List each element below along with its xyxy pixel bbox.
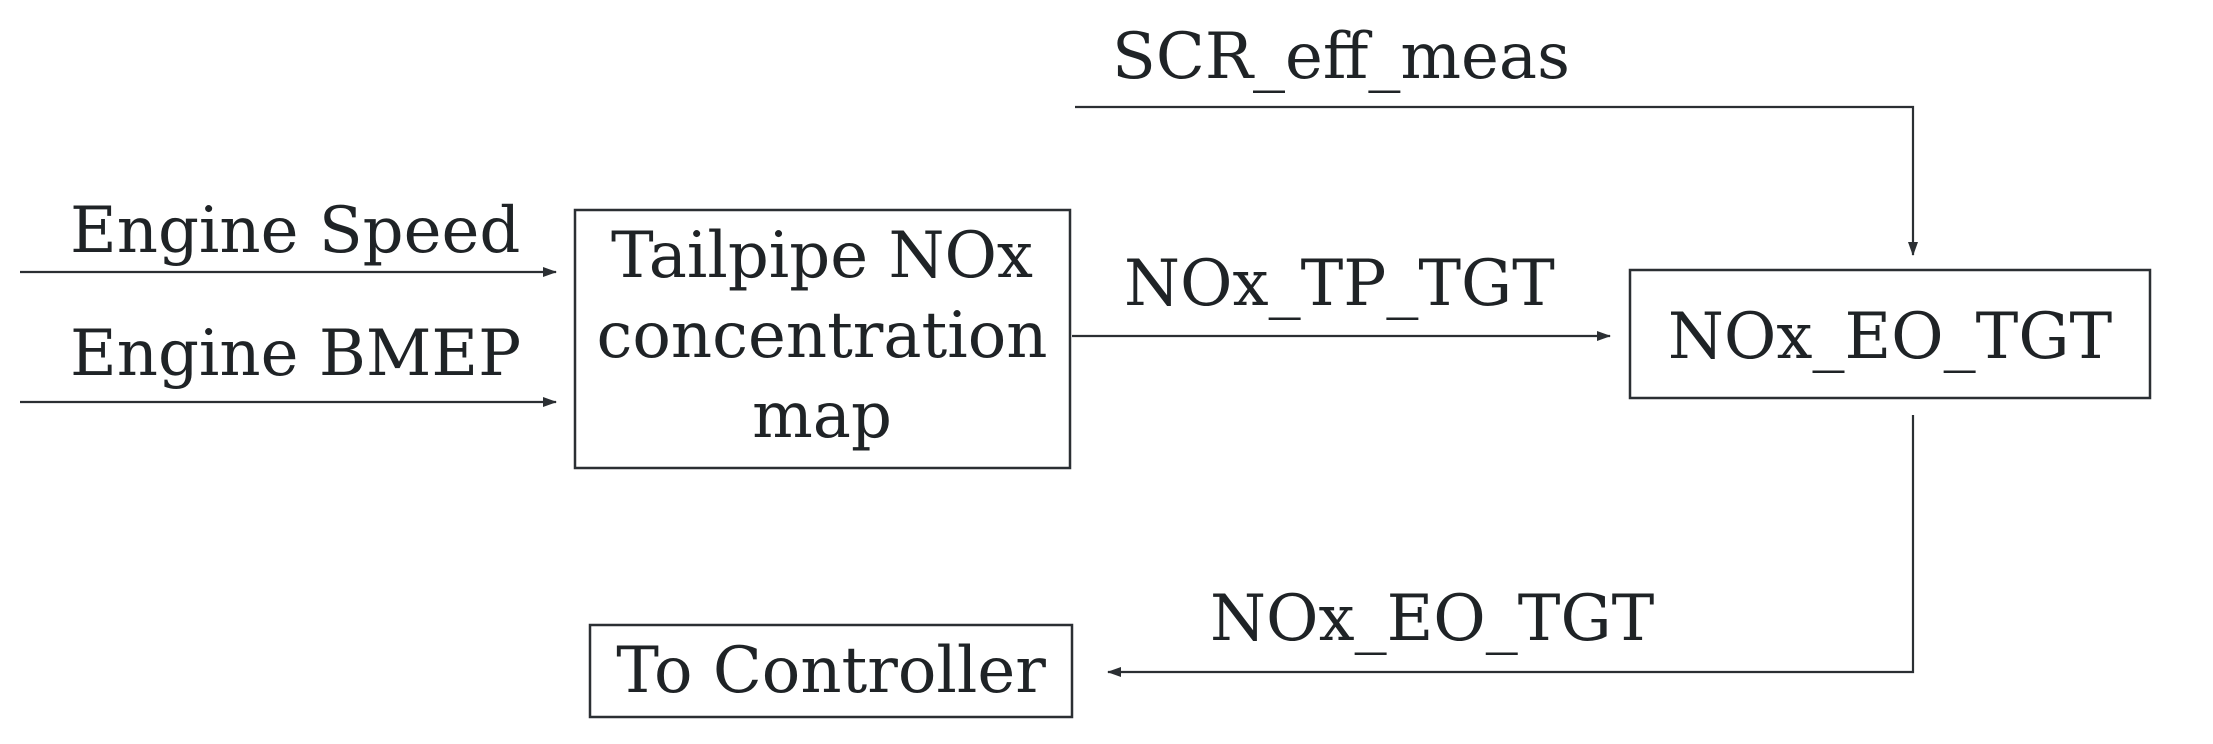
input-label-engine-speed: Engine Speed xyxy=(70,194,520,268)
block-nox-eo-tgt-label: NOx_EO_TGT xyxy=(1668,300,2113,374)
block-to-controller xyxy=(588,623,1074,719)
block-map-line1: Tailpipe NOx xyxy=(611,219,1033,293)
arrow-target-to-controller xyxy=(1107,415,1915,677)
block-map-line2: concentration xyxy=(597,299,1048,373)
block-nox-eo-tgt xyxy=(1628,268,2152,400)
signal-label-nox-eo-tgt: NOx_EO_TGT xyxy=(1210,582,1655,656)
input-label-engine-bmep: Engine BMEP xyxy=(70,317,521,391)
block-tailpipe-nox-map xyxy=(573,208,1072,470)
arrow-scr-eff-to-target xyxy=(1075,105,1918,256)
block-to-controller-label: To Controller xyxy=(616,634,1046,708)
block-map-line3: map xyxy=(752,379,892,453)
signal-label-scr-eff-meas: SCR_eff_meas xyxy=(1112,20,1570,94)
signal-label-nox-tp-tgt: NOx_TP_TGT xyxy=(1124,247,1555,321)
